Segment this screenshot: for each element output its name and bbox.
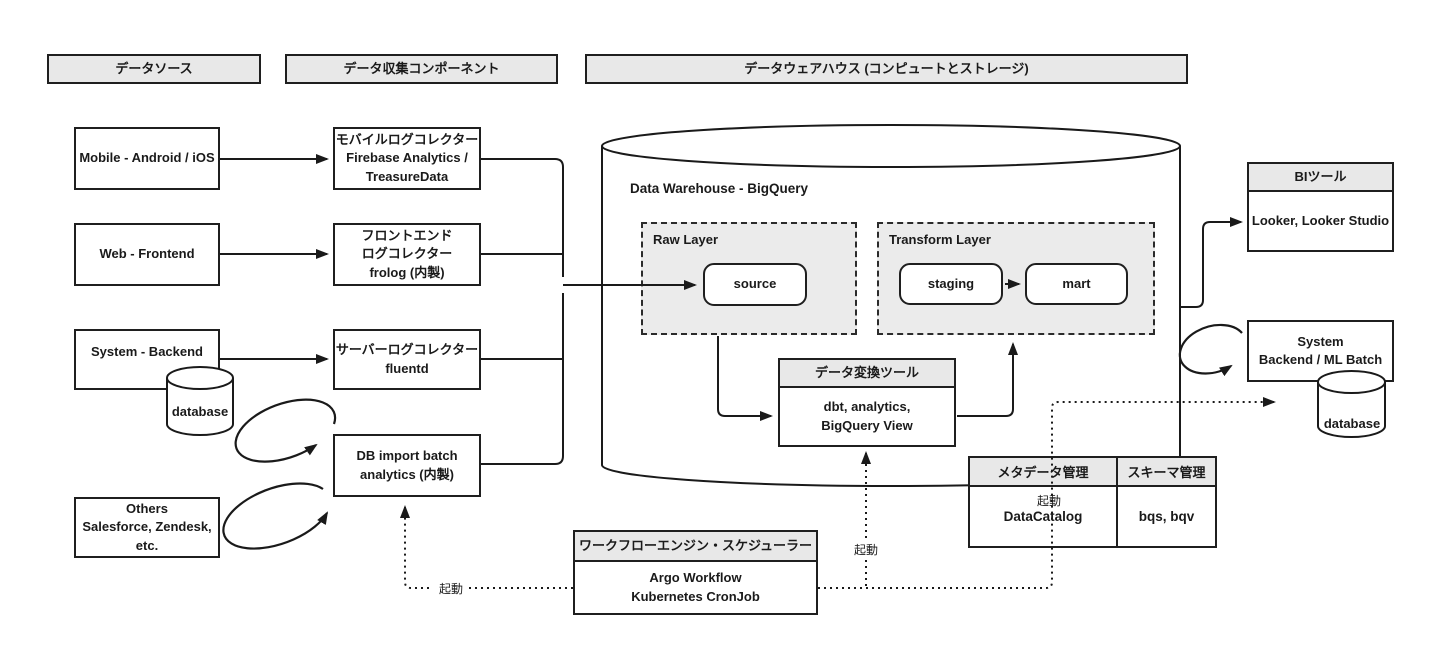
node-source-table: source [703, 263, 807, 306]
transform-layer-label: Transform Layer [889, 232, 991, 247]
transform-tool-body: dbt, analytics, BigQuery View [821, 399, 913, 433]
raw-to-tool-arrow [717, 336, 773, 421]
node-system-backend: System Backend / ML Batch [1247, 320, 1394, 382]
schema-management-header: スキーマ管理 [1118, 458, 1215, 487]
tool-to-transform-arrow [957, 342, 1018, 417]
node-db-import-batch: DB import batch analytics (内製) [333, 434, 481, 497]
database-right-label: database [1323, 415, 1381, 431]
bi-tool-body: Looker, Looker Studio [1251, 212, 1390, 228]
node-others-source: Others Salesforce, Zendesk, etc. [74, 497, 220, 558]
node-mart-table: mart [1025, 263, 1128, 305]
management-table: メタデータ管理 スキーマ管理 DataCatalog bqs, bqv [968, 456, 1217, 548]
metadata-management-header: メタデータ管理 [970, 458, 1118, 487]
node-system-source: System - Backend [74, 329, 220, 390]
trigger-label-middle: 起動 [848, 541, 884, 557]
database-to-dbimport-loop-arrow [234, 398, 337, 463]
node-workflow-engine: ワークフローエンジン・スケジューラー Argo Workflow Kuberne… [573, 530, 818, 615]
workflow-to-dbimport-trigger [400, 505, 573, 589]
transform-tool-header: データ変換ツール [780, 360, 954, 388]
trigger-label-metadata: 起動 [1036, 493, 1061, 508]
warehouse-title: Data Warehouse - BigQuery [630, 181, 809, 196]
node-staging-table: staging [899, 263, 1003, 305]
raw-layer-label: Raw Layer [653, 232, 719, 247]
management-table-header-row: メタデータ管理 スキーマ管理 [970, 458, 1215, 487]
management-table-body-row: DataCatalog bqs, bqv [970, 487, 1215, 546]
database-left-label: database [171, 403, 229, 419]
trigger-label-left: 起動 [433, 580, 469, 596]
node-web-source: Web - Frontend [74, 223, 220, 286]
node-transform-tool: データ変換ツール dbt, analytics, BigQuery View [778, 358, 956, 447]
node-frontend-collector: フロントエンド ログコレクター frolog (内製) [333, 223, 481, 286]
node-mobile-collector: モバイルログコレクター Firebase Analytics / Treasur… [333, 127, 481, 190]
bi-tool-header: BIツール [1249, 164, 1392, 192]
header-data-sources: データソース [47, 54, 261, 84]
node-mobile-source: Mobile - Android / iOS [74, 127, 220, 190]
source-to-collector-arrows [220, 154, 329, 364]
raw-layer: Raw Layer [641, 222, 857, 335]
workflow-engine-body: Argo Workflow Kubernetes CronJob [631, 570, 760, 604]
warehouse-to-system-loop-arrow [1178, 323, 1243, 377]
header-collectors: データ収集コンポーネント [285, 54, 558, 84]
node-server-collector: サーバーログコレクター fluentd [333, 329, 481, 390]
schema-management-value: bqs, bqv [1138, 509, 1195, 524]
workflow-engine-header: ワークフローエンジン・スケジューラー [575, 532, 816, 562]
warehouse-to-bi-arrow [1180, 217, 1243, 308]
others-to-dbimport-loop-arrow [222, 482, 329, 550]
header-warehouse: データウェアハウス (コンピュートとストレージ) [585, 54, 1188, 84]
node-bi-tool: BIツール Looker, Looker Studio [1247, 162, 1394, 252]
